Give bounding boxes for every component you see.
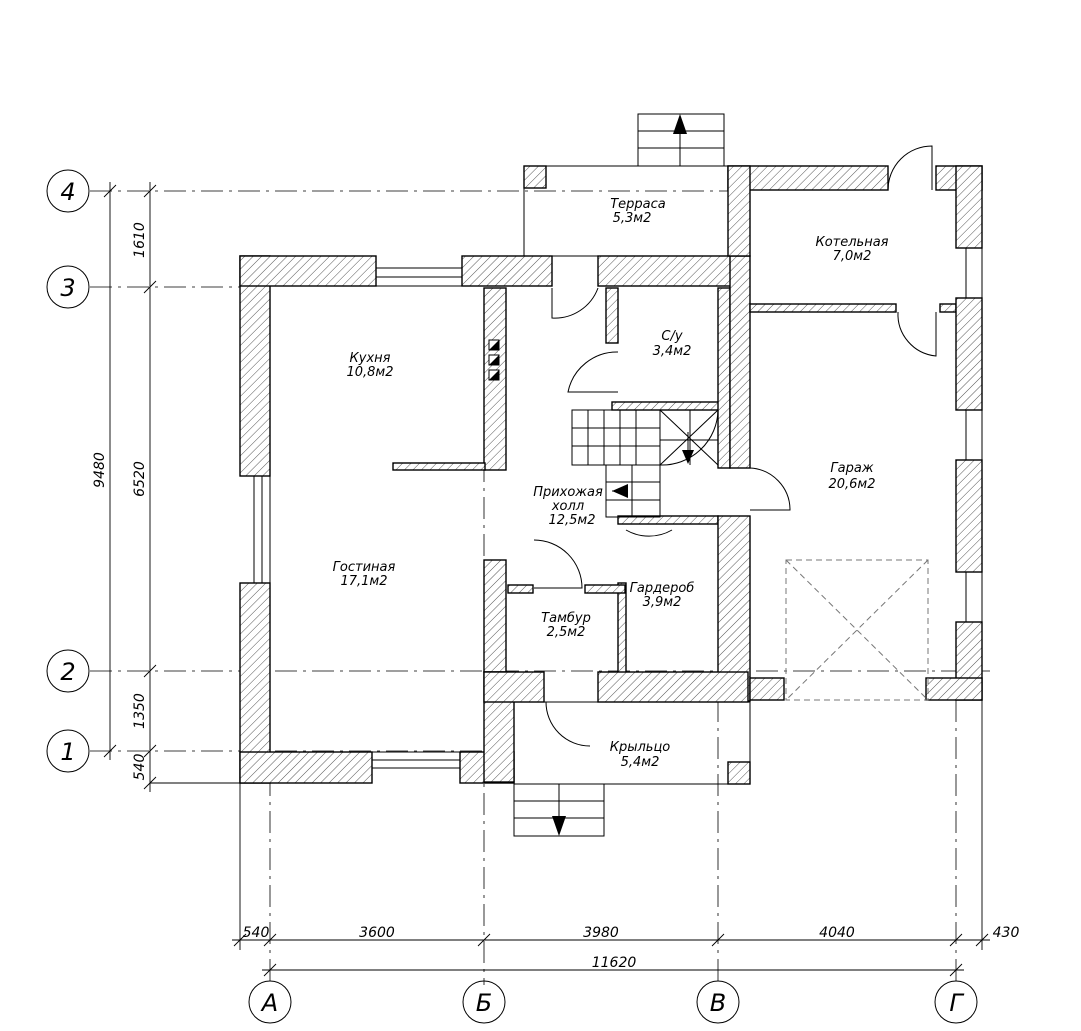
staircase — [571, 409, 719, 518]
room-bathroom-name: С/у — [661, 329, 682, 344]
room-wardrobe-area: 3,9м2 — [643, 595, 682, 610]
room-porch-area: 5,4м2 — [621, 755, 660, 770]
room-boiler-area: 7,0м2 — [833, 249, 872, 264]
dim-h-430: 430 — [993, 925, 1020, 941]
room-hall-name2: холл — [551, 499, 584, 514]
outdoor-steps — [513, 113, 725, 837]
outdoor-areas — [513, 165, 751, 785]
room-living-name: Гостиная — [333, 560, 396, 575]
room-wardrobe-name: Гардероб — [630, 581, 695, 596]
axis-row-3: 3 — [60, 274, 75, 302]
room-living-area: 17,1м2 — [340, 574, 387, 589]
walls — [239, 165, 983, 785]
room-vestibule-area: 2,5м2 — [547, 625, 586, 640]
dim-v-1610: 1610 — [132, 222, 148, 258]
room-bathroom-area: 3,4м2 — [653, 344, 692, 359]
dim-v-6520: 6520 — [132, 461, 148, 497]
room-porch-name: Крыльцо — [610, 740, 671, 755]
dim-v-540: 540 — [132, 754, 148, 781]
room-garage-name: Гараж — [830, 461, 873, 476]
garage-pit — [785, 559, 929, 701]
dim-h-4040: 4040 — [819, 925, 855, 941]
room-boiler-name: Котельная — [815, 235, 888, 250]
dim-v-1350: 1350 — [132, 693, 148, 729]
row-axis-markers: 4 3 2 1 — [46, 169, 90, 773]
axis-col-b: Б — [476, 989, 492, 1017]
dim-h-11620: 11620 — [592, 955, 637, 971]
horizontal-dimensions: 540 3600 3980 4040 430 11620 — [232, 700, 1020, 977]
dim-h-3980: 3980 — [583, 925, 619, 941]
room-garage-area: 20,6м2 — [828, 477, 875, 492]
axis-row-2: 2 — [60, 658, 75, 686]
axis-col-v: В — [710, 989, 726, 1017]
axis-col-a: А — [260, 989, 278, 1017]
axis-row-4: 4 — [60, 178, 75, 206]
axis-col-g: Г — [949, 989, 964, 1017]
column-axis-markers: А Б В Г — [248, 980, 978, 1024]
room-kitchen-name: Кухня — [350, 351, 391, 366]
dim-h-3600: 3600 — [359, 925, 395, 941]
windows — [253, 247, 983, 769]
room-hall-name: Прихожая — [533, 485, 603, 500]
axis-row-1: 1 — [60, 738, 75, 766]
dim-v-9480: 9480 — [92, 452, 108, 488]
room-hall-area: 12,5м2 — [548, 513, 595, 528]
room-terrace-name: Терраса — [610, 197, 666, 212]
dim-h-540: 540 — [243, 925, 270, 941]
doors — [533, 145, 937, 747]
vertical-dimensions: 1610 6520 1350 540 9480 — [92, 182, 240, 792]
room-vestibule-name: Тамбур — [541, 611, 591, 626]
chimney-vents — [488, 339, 500, 381]
room-labels: Терраса 5,3м2 Котельная 7,0м2 Кухня 10,8… — [333, 197, 889, 770]
room-terrace-area: 5,3м2 — [613, 211, 652, 226]
room-kitchen-area: 10,8м2 — [346, 365, 393, 380]
